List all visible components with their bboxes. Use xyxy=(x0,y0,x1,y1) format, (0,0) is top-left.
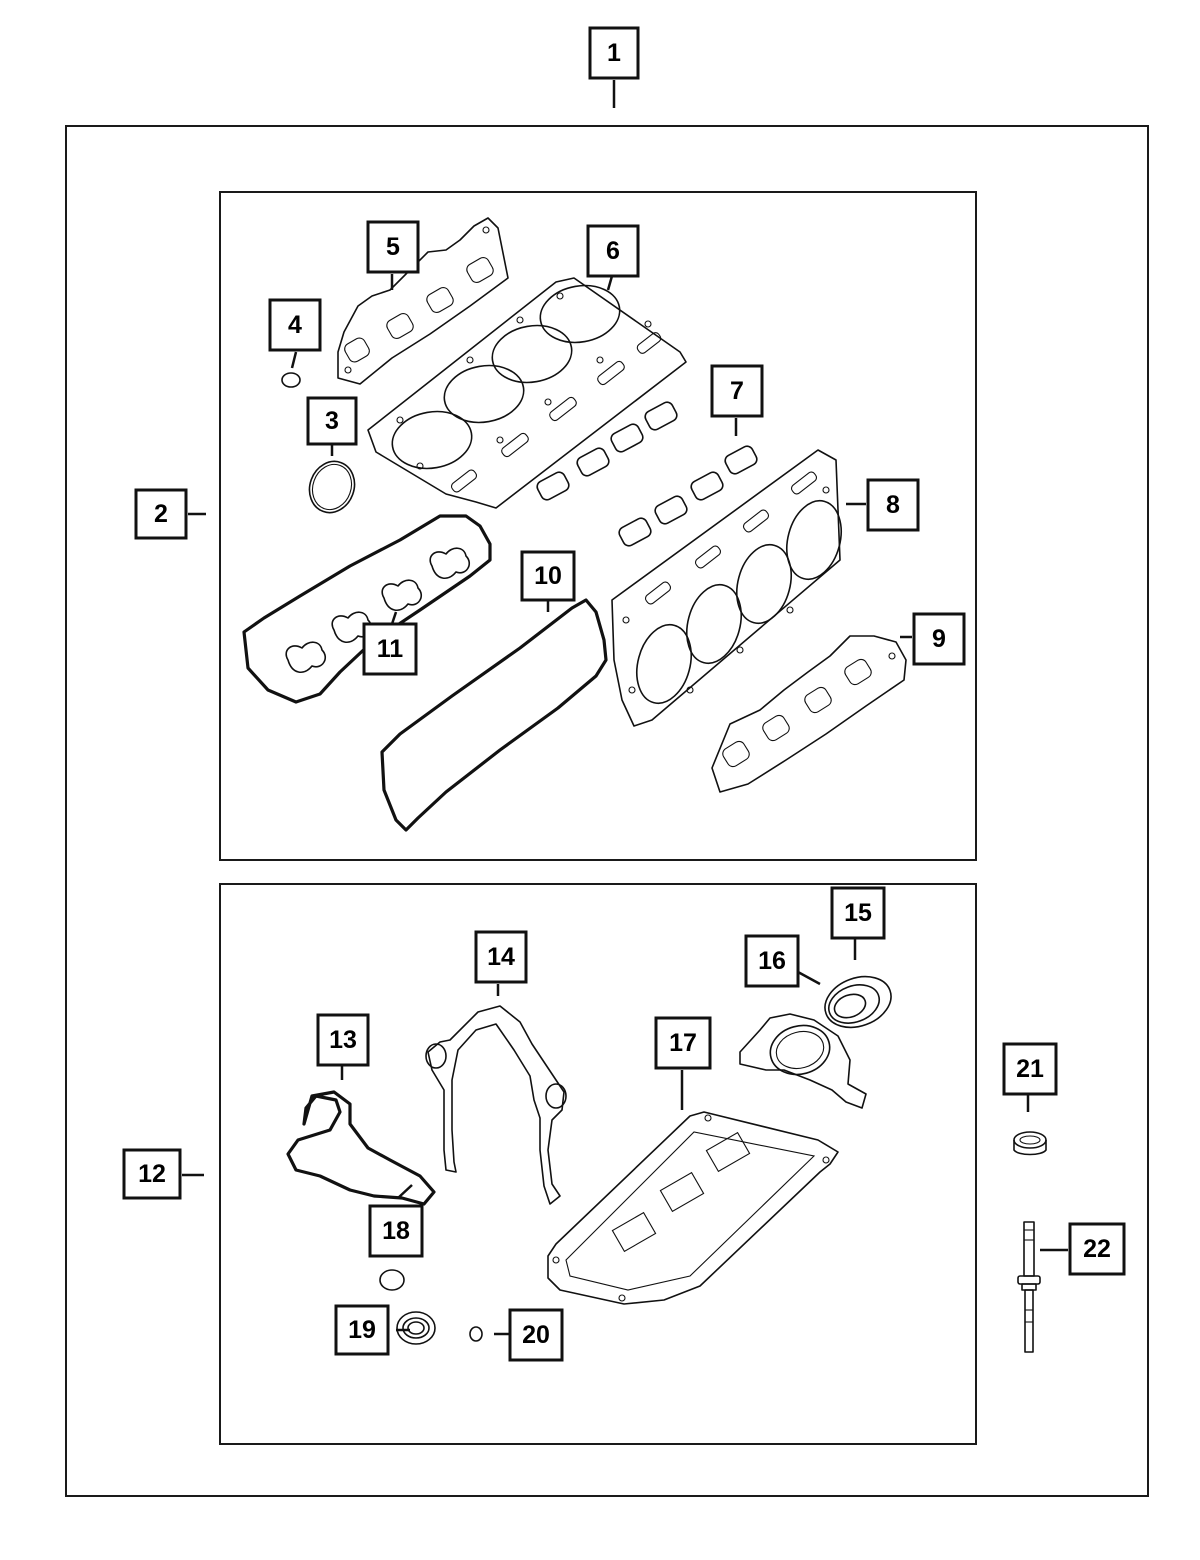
callout-21: 21 xyxy=(1002,1042,1058,1096)
callout-18: 18 xyxy=(368,1204,424,1258)
callout-1-label: 1 xyxy=(607,39,621,67)
part-5-exhaust-manifold-gasket xyxy=(337,217,509,385)
callout-13: 13 xyxy=(316,1013,370,1067)
callout-20: 20 xyxy=(508,1308,564,1362)
part-22-stud xyxy=(1017,1221,1041,1353)
callout-19-label: 19 xyxy=(348,1316,376,1344)
part-20-o-ring xyxy=(469,1326,483,1342)
callout-4-label: 4 xyxy=(288,311,302,339)
callout-6: 6 xyxy=(586,224,640,278)
part-16-seal-retainer xyxy=(739,1013,867,1109)
callout-17-label: 17 xyxy=(669,1029,697,1057)
callout-7: 7 xyxy=(710,364,764,418)
part-18-o-ring xyxy=(379,1269,405,1291)
callout-6-label: 6 xyxy=(606,237,620,265)
callout-2: 2 xyxy=(134,488,188,540)
callout-15-label: 15 xyxy=(844,899,872,927)
part-17-oil-pan-gasket xyxy=(547,1111,839,1305)
callout-22: 22 xyxy=(1068,1222,1126,1276)
lower-gasket-set-frame xyxy=(219,883,977,1445)
callout-12-label: 12 xyxy=(138,1160,166,1188)
callout-17: 17 xyxy=(654,1016,712,1070)
callout-11: 11 xyxy=(362,622,418,676)
callout-10-label: 10 xyxy=(534,562,562,590)
callout-12: 12 xyxy=(122,1148,182,1200)
callout-3: 3 xyxy=(306,396,358,446)
part-8-head-gasket-right xyxy=(611,449,842,727)
part-15-rear-seal xyxy=(824,975,892,1029)
callout-4: 4 xyxy=(268,298,322,352)
part-11-valve-cover-gasket xyxy=(242,514,492,704)
callout-9-label: 9 xyxy=(932,625,946,653)
callout-2-label: 2 xyxy=(154,500,168,528)
callout-8: 8 xyxy=(866,478,920,532)
callout-13-label: 13 xyxy=(329,1026,357,1054)
part-4-plug xyxy=(281,372,301,388)
part-9-exhaust-manifold-gasket xyxy=(711,635,907,793)
callout-5-label: 5 xyxy=(386,233,400,261)
callout-21-label: 21 xyxy=(1016,1055,1044,1083)
callout-11-label: 11 xyxy=(377,635,404,663)
part-6-head-gasket-left xyxy=(367,277,687,509)
callout-22-label: 22 xyxy=(1083,1235,1111,1263)
callout-8-label: 8 xyxy=(886,491,900,519)
callout-3-label: 3 xyxy=(325,407,339,435)
callout-19: 19 xyxy=(334,1304,390,1356)
upper-gasket-set-frame xyxy=(219,191,977,861)
callout-1: 1 xyxy=(588,26,640,80)
part-7-intake-port-gaskets xyxy=(536,401,758,547)
part-3-o-ring xyxy=(308,460,356,514)
part-13-water-pump-gasket xyxy=(286,1090,436,1206)
part-14-timing-cover-gasket xyxy=(425,1005,567,1205)
callout-16: 16 xyxy=(744,934,800,988)
callout-14: 14 xyxy=(474,930,528,984)
outer-kit-frame xyxy=(65,125,1149,1497)
part-10-valve-cover-gasket xyxy=(380,598,608,832)
part-21-cap xyxy=(1013,1131,1047,1156)
callout-5: 5 xyxy=(366,220,420,274)
callout-14-label: 14 xyxy=(487,943,515,971)
part-19-front-seal xyxy=(396,1311,436,1345)
callout-7-label: 7 xyxy=(730,377,744,405)
callout-10: 10 xyxy=(520,550,576,602)
callout-9: 9 xyxy=(912,612,966,666)
callout-16-label: 16 xyxy=(758,947,786,975)
callout-18-label: 18 xyxy=(382,1217,410,1245)
callout-20-label: 20 xyxy=(522,1321,550,1349)
callout-15: 15 xyxy=(830,886,886,940)
